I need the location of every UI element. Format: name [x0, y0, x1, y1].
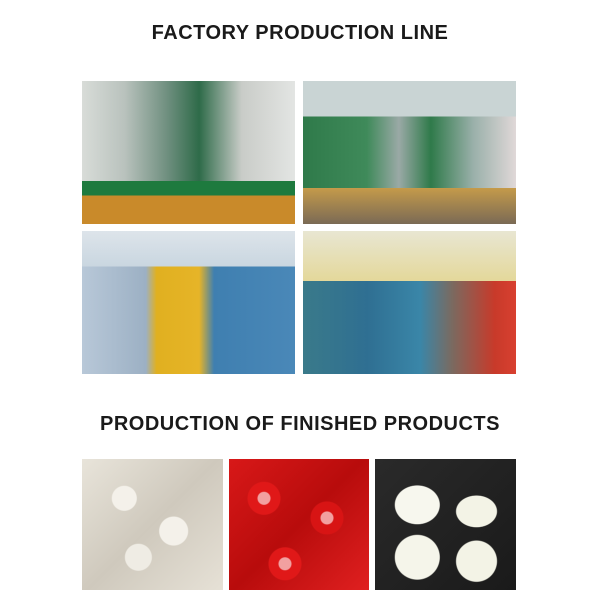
product-photo-clear-sleeves [375, 459, 516, 590]
finished-products-heading: PRODUCTION OF FINISHED PRODUCTS [100, 413, 500, 435]
factory-photo-vulcanizing-press [82, 231, 295, 374]
factory-photo-workshop [303, 231, 516, 374]
product-photo-white-bushings [82, 459, 223, 590]
factory-production-line-heading: FACTORY PRODUCTION LINE [151, 22, 449, 44]
factory-photo-molding-press [82, 81, 295, 224]
product-photo-red-parts [229, 459, 369, 590]
factory-photo-press-line [303, 81, 516, 224]
